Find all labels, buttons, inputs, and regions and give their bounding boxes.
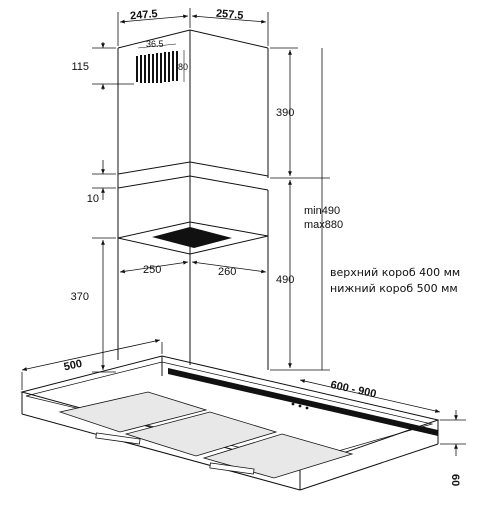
top-left-width-label: 247.5	[130, 8, 158, 22]
dimension-lines	[21, 8, 466, 456]
depth-label: 500	[63, 358, 83, 374]
chimney-opening	[152, 227, 232, 248]
hood-height-label: 60	[449, 474, 461, 486]
top-right-width-label: 257.5	[215, 8, 243, 22]
overlap-label: 10	[87, 193, 99, 205]
vent-offset-label: 115	[71, 61, 89, 73]
box-junction	[117, 161, 269, 191]
mounting-height-label: 370	[71, 291, 89, 303]
light-panels	[95, 432, 255, 475]
lower-chimney-box	[117, 176, 269, 370]
lower-box-height-label: 490	[276, 274, 294, 286]
vent-dimension-lines	[137, 43, 185, 82]
lower-right-width-label: 260	[218, 266, 236, 278]
upper-box-height-label: 390	[276, 107, 294, 119]
total-height-min-label: min490	[304, 205, 340, 217]
vent-slots	[136, 51, 178, 83]
vent-height-label: 80	[178, 62, 188, 72]
width-range-label: 600 - 900	[329, 379, 377, 400]
vent-width-label: 36.5	[146, 39, 164, 49]
upper-chimney-box	[117, 29, 269, 360]
total-height-max-label: max880	[304, 219, 343, 231]
upper-box-note: верхний короб 400 мм	[330, 266, 460, 279]
lower-left-width-label: 250	[143, 264, 161, 276]
lower-box-note: нижний короб 500 мм	[330, 282, 458, 295]
